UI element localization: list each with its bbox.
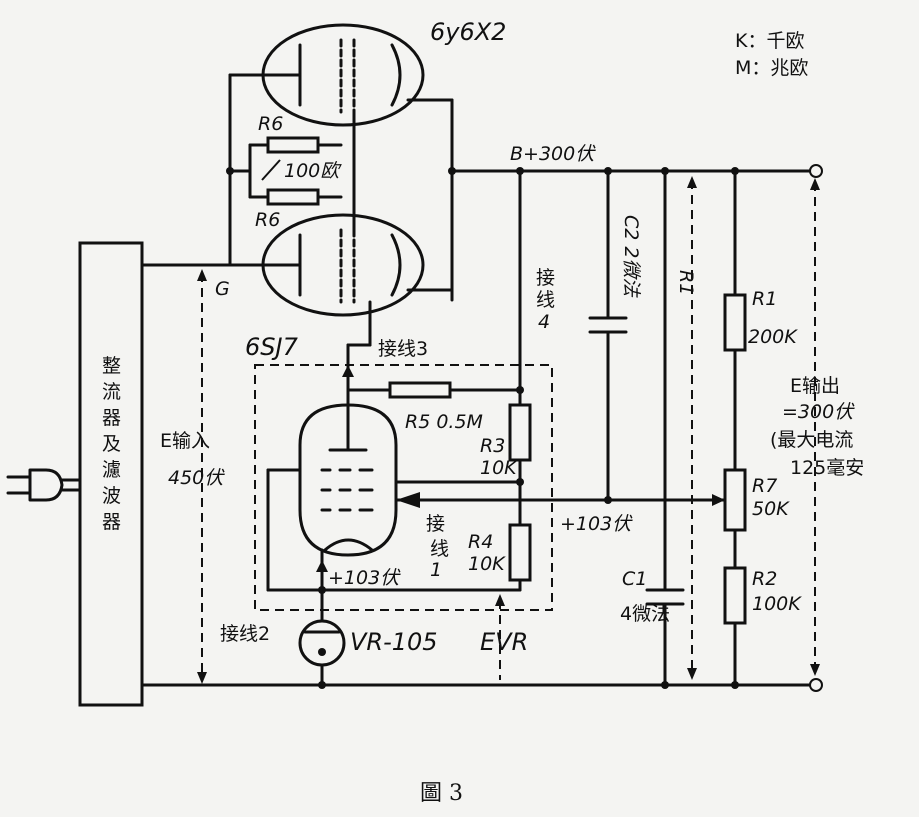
- regulator-enclosure: [254, 364, 553, 611]
- connection-3-label: 接线3: [378, 338, 428, 360]
- svg-text:整: 整: [102, 355, 121, 377]
- e-output-line-4: 125毫安: [790, 457, 864, 479]
- r4-name: R4: [468, 531, 493, 553]
- vr-105-label: VR-105: [350, 628, 438, 656]
- plus-103-right-label: +103伏: [560, 513, 633, 535]
- connection-2-label: 接线2: [220, 623, 270, 645]
- output-terminal-top: [809, 164, 823, 178]
- r6-upper-label: R6: [258, 113, 283, 135]
- r4-value: 10K: [468, 553, 506, 575]
- voltage-regulator-tube-vr105: [298, 619, 346, 667]
- resistor-r6-upper: [266, 136, 320, 154]
- c1-name: C1: [622, 568, 647, 590]
- resistor-r6-lower: [266, 188, 320, 206]
- tube-6y6-label: 6y6X2: [430, 18, 506, 46]
- evr-label: EVR: [480, 628, 528, 656]
- e-input-line-1: E输入: [160, 430, 210, 452]
- resistor-r5: [388, 381, 452, 399]
- potentiometer-arrow: [261, 159, 281, 181]
- c1-value: 4微法: [620, 603, 670, 625]
- r6-value-label: 100欧: [284, 160, 342, 182]
- connection-4-line-2: 线: [536, 289, 555, 311]
- svg-text:波: 波: [102, 485, 121, 507]
- r1-dimension-label: R1: [675, 270, 697, 295]
- e-output-line-2: =300伏: [782, 401, 855, 423]
- svg-text:及: 及: [102, 433, 121, 455]
- rectifier-filter-block: [78, 241, 144, 707]
- e-output-line-1: E输出: [790, 375, 840, 397]
- power-plug-icon: [6, 468, 82, 502]
- e-input-line-2: 450伏: [168, 467, 225, 489]
- r2-name: R2: [752, 568, 777, 590]
- r1-name: R1: [752, 288, 777, 310]
- plus-103-left-label: +103伏: [328, 567, 401, 589]
- connection-1-line-1: 接: [426, 513, 445, 535]
- g-label: G: [215, 278, 230, 300]
- b-plus-label: B+300伏: [510, 143, 596, 165]
- r5-label: R5 0.5M: [405, 411, 483, 433]
- svg-text:流: 流: [102, 381, 121, 403]
- r2-value: 100K: [752, 593, 802, 615]
- legend-k: K：千欧: [735, 30, 804, 52]
- output-terminal-bottom: [809, 678, 823, 692]
- e-output-line-3: (最大电流: [770, 429, 853, 451]
- connection-1-line-3: 1: [430, 559, 442, 581]
- r3-name: R3: [480, 435, 505, 457]
- connection-4-line-3: 4: [538, 311, 550, 333]
- legend-m: M：兆欧: [735, 57, 808, 79]
- resistor-r3: [508, 403, 532, 462]
- c2-label: C2 2微法: [620, 215, 642, 298]
- r6-lower-label: R6: [255, 209, 280, 231]
- tube-6sj7-label: 6SJ7: [245, 333, 299, 361]
- r7-name: R7: [752, 475, 777, 497]
- r3-value: 10K: [480, 457, 518, 479]
- resistor-r2: [723, 566, 747, 625]
- resistor-r1: [723, 293, 747, 352]
- r1-value: 200K: [748, 326, 798, 348]
- connection-4-line-1: 接: [536, 267, 555, 289]
- potentiometer-r7: [723, 468, 747, 532]
- figure-caption: 圖 3: [420, 781, 463, 806]
- resistor-r4: [508, 523, 532, 582]
- svg-text:濾: 濾: [102, 459, 121, 481]
- svg-text:器: 器: [102, 511, 121, 533]
- r7-value: 50K: [752, 498, 790, 520]
- rectifier-filter-label: 整 流 器 及 濾 波 器: [102, 355, 121, 533]
- connection-1-line-2: 线: [430, 538, 449, 560]
- svg-text:器: 器: [102, 407, 121, 429]
